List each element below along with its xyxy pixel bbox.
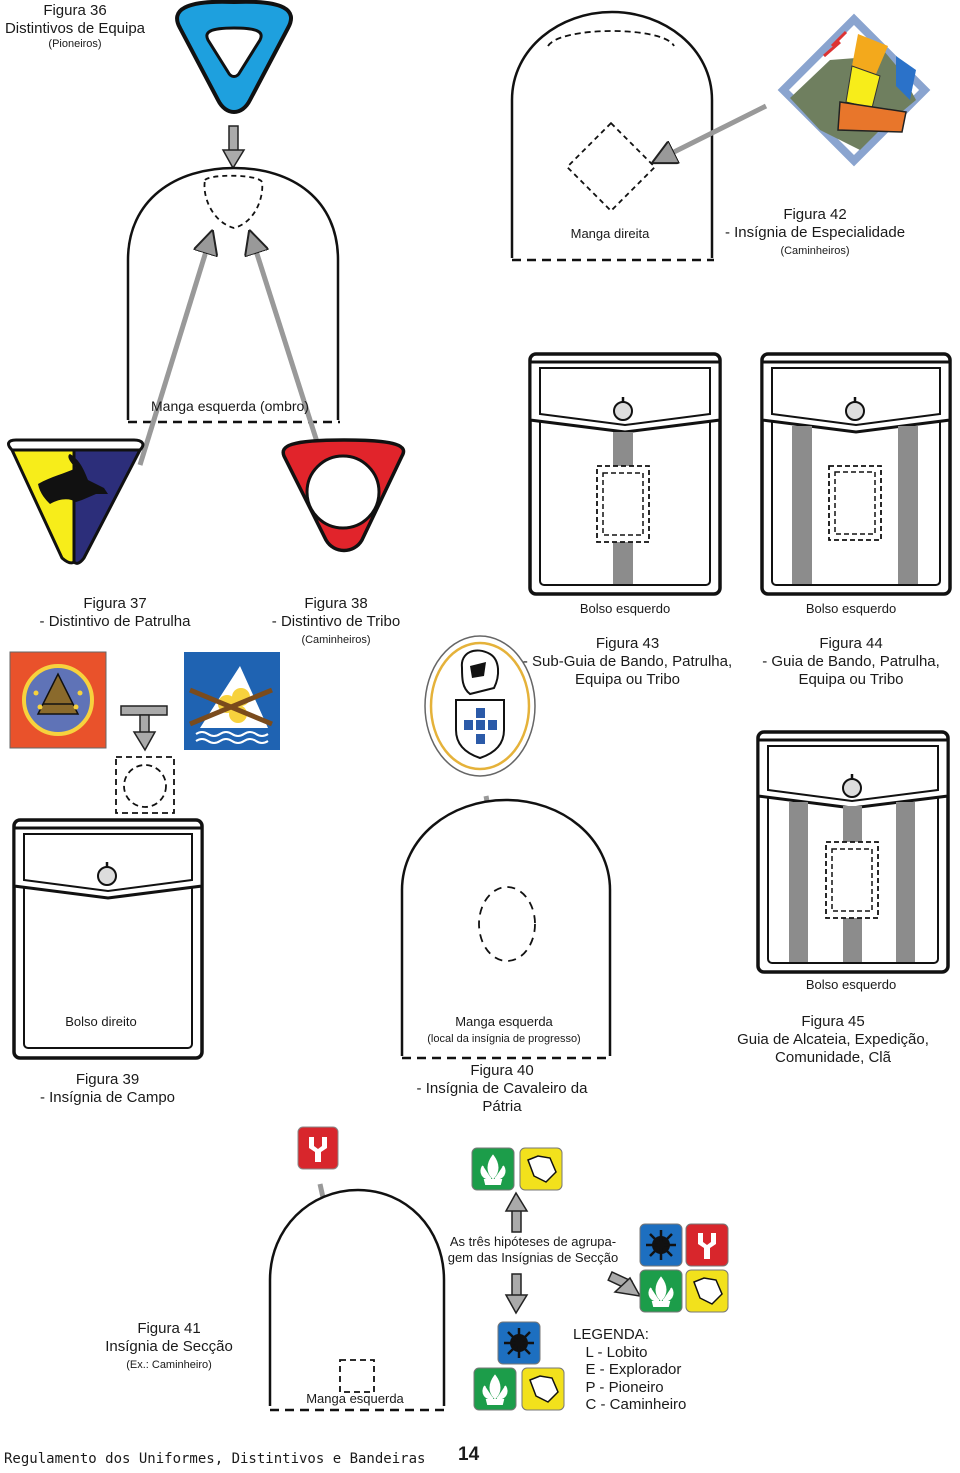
tribe-badge-red <box>281 438 406 553</box>
footer-text: Regulamento dos Uniformes, Distintivos e… <box>4 1451 426 1467</box>
campo-target-box <box>115 756 175 814</box>
fig42-sub: (Caminheiros) <box>780 245 850 257</box>
legend: LEGENDA: L - Lobito E - Explorador P - P… <box>573 1326 686 1414</box>
section-group-bottom <box>473 1321 565 1411</box>
pocket-fig43 <box>528 352 722 596</box>
pocket-fig45 <box>756 730 950 974</box>
sleeve-left-section <box>268 1188 446 1412</box>
sleeve-left-shoulder <box>126 166 340 424</box>
section-group-top <box>471 1147 563 1191</box>
pocket-fig44 <box>760 352 952 596</box>
fig36-title: Figura 36 <box>43 2 107 19</box>
fig44-title: Figura 44 <box>819 635 883 652</box>
sleeve-left-progress <box>400 798 612 1060</box>
arrow-to-shoulder <box>137 232 212 466</box>
fig44-caption: Figura 44 - Guia de Bando, Patrulha, Equ… <box>746 635 956 689</box>
arrow-down-icon <box>221 125 246 170</box>
campo-target-circle <box>123 764 167 808</box>
fig39-desc: - Insígnia de Campo <box>39 1089 176 1106</box>
legend-title: LEGENDA: <box>573 1326 649 1343</box>
fig40-desc2: Pátria <box>482 1098 522 1115</box>
arrow-to-right-sleeve <box>654 103 768 165</box>
fig38-caption: Figura 38 - Distintivo de Tribo (Caminhe… <box>256 595 416 647</box>
patrol-badge <box>7 438 145 565</box>
manga-esquerda-text: Manga esquerda <box>455 1014 553 1029</box>
camp-badge-orange <box>9 651 107 749</box>
fig36-desc: Distintivos de Equipa <box>4 20 146 37</box>
fig44-desc2: Equipa ou Tribo <box>798 671 904 688</box>
fig42-caption: Figura 42 - Insígnia de Especialidade (C… <box>720 206 910 258</box>
section-badge-caminheiro <box>297 1126 339 1170</box>
fig45-desc: Guia de Alcateia, Expedição, <box>737 1031 929 1048</box>
fig45-desc2: Comunidade, Clã <box>775 1049 891 1066</box>
label-bolso-esquerdo-43: Bolso esquerdo <box>579 601 671 616</box>
fig40-title: Figura 40 <box>470 1062 534 1079</box>
fig36-sub: (Pioneiros) <box>48 38 102 50</box>
fig37-desc: - Distintivo de Patrulha <box>39 613 191 630</box>
legend-item-caminheiro: C - Caminheiro <box>573 1396 687 1413</box>
hipoteses-line2: gem das Insígnias de Secção <box>447 1249 619 1265</box>
legend-item-lobito: L - Lobito <box>573 1343 648 1361</box>
fig41-desc: Insígnia de Secção <box>105 1338 233 1355</box>
pocket-fig39 <box>12 818 204 1060</box>
sleeve-right <box>510 10 714 262</box>
fig37-title: Figura 37 <box>83 595 147 612</box>
fig36-caption: Figura 36 Distintivos de Equipa (Pioneir… <box>0 2 150 51</box>
label-manga-esquerda-ombro: Manga esquerda (ombro) <box>151 398 309 414</box>
fig43-desc: - Sub-Guia de Bando, Patrulha, <box>522 653 733 670</box>
fig41-title: Figura 41 <box>137 1320 201 1337</box>
fig41-sub: (Ex.: Caminheiro) <box>126 1359 212 1371</box>
label-manga-esquerda-40: Manga esquerda (local da insígnia de pro… <box>410 1014 598 1046</box>
arrow-down-icon <box>504 1273 529 1315</box>
fig42-title: Figura 42 <box>783 206 847 223</box>
fig40-caption: Figura 40 - Insígnia de Cavaleiro da Pát… <box>402 1062 602 1116</box>
t-arrow-icon <box>120 705 168 752</box>
fig41-caption: Figura 41 Insígnia de Secção (Ex.: Camin… <box>96 1320 242 1372</box>
fig44-desc: - Guia de Bando, Patrulha, <box>762 653 940 670</box>
label-bolso-esquerdo-44: Bolso esquerdo <box>805 601 897 616</box>
legend-item-explorador: E - Explorador <box>573 1361 682 1378</box>
fig37-caption: Figura 37 - Distintivo de Patrulha <box>30 595 200 631</box>
fig43-desc2: Equipa ou Tribo <box>574 671 681 688</box>
camp-badge-blue <box>184 652 280 750</box>
fig38-sub: (Caminheiros) <box>301 634 371 646</box>
section-group-right <box>639 1223 729 1313</box>
fig39-caption: Figura 39 - Insígnia de Campo <box>20 1071 195 1107</box>
hipoteses-line1: As três hipóteses de agrupa- <box>449 1234 617 1249</box>
fig38-title: Figura 38 <box>304 595 368 612</box>
fig39-title: Figura 39 <box>75 1071 140 1088</box>
fig42-desc: - Insígnia de Especialidade <box>724 224 906 241</box>
specialty-badge <box>777 13 931 167</box>
label-bolso-direito: Bolso direito <box>65 1014 137 1029</box>
fig38-desc: - Distintivo de Tribo <box>271 613 401 630</box>
label-bolso-esquerdo-45: Bolso esquerdo <box>805 977 897 992</box>
local-progresso-text: (local da insígnia de progresso) <box>427 1032 581 1045</box>
hipoteses-caption: As três hipóteses de agrupa- gem das Ins… <box>440 1234 626 1265</box>
page-number: 14 <box>458 1444 480 1465</box>
fig45-caption: Figura 45 Guia de Alcateia, Expedição, C… <box>728 1013 938 1067</box>
fig45-title: Figura 45 <box>801 1013 865 1030</box>
label-manga-esquerda-41: Manga esquerda <box>306 1391 404 1406</box>
arrow-to-shoulder <box>250 232 321 446</box>
label-manga-direita: Manga direita <box>570 226 650 241</box>
knight-badge <box>424 635 536 777</box>
fig43-caption: Figura 43 - Sub-Guia de Bando, Patrulha,… <box>520 635 735 689</box>
fig40-desc: - Insígnia de Cavaleiro da <box>416 1080 588 1097</box>
fig43-title: Figura 43 <box>595 635 660 652</box>
team-badge-blue <box>175 0 293 114</box>
arrow-right-icon <box>607 1271 642 1297</box>
legend-item-pioneiro: P - Pioneiro <box>573 1378 664 1396</box>
arrow-up-icon <box>504 1191 529 1233</box>
